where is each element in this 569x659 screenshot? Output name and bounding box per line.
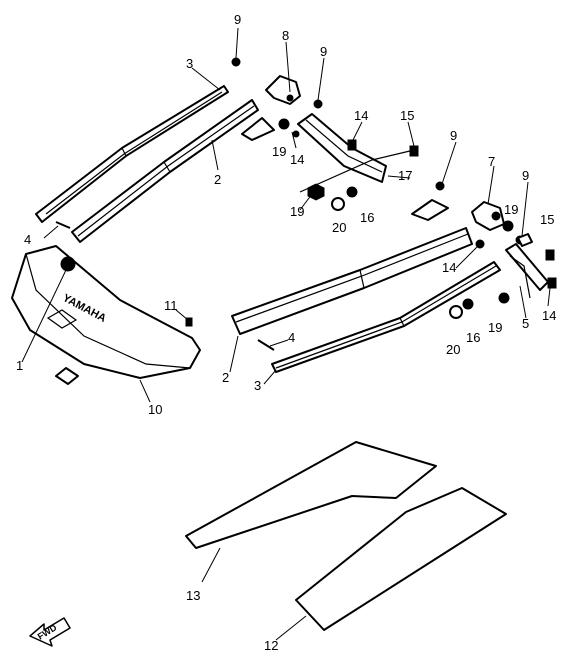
callout-16b: 16 bbox=[466, 330, 480, 345]
callout-14c: 14 bbox=[442, 260, 456, 275]
callout-19c: 19 bbox=[504, 202, 518, 217]
bumper-cap-1 bbox=[55, 256, 79, 385]
nut-19b bbox=[307, 183, 325, 201]
callout-20b: 20 bbox=[446, 342, 460, 357]
callout-13: 13 bbox=[186, 588, 200, 603]
bracket-plate-left bbox=[241, 117, 275, 141]
bolt-9b bbox=[313, 99, 323, 109]
washer-19c bbox=[502, 220, 514, 232]
mat-13 bbox=[185, 441, 437, 549]
gunwale-rail-upper-left bbox=[71, 99, 259, 243]
callout-5: 5 bbox=[522, 316, 529, 331]
callout-14d: 14 bbox=[542, 308, 556, 323]
nut-20b bbox=[449, 305, 463, 319]
callout-9a: 9 bbox=[234, 12, 241, 27]
rub-strip-upper-left bbox=[35, 85, 229, 223]
pin-4a bbox=[55, 221, 71, 229]
washer-16b bbox=[462, 298, 474, 310]
callout-19d: 19 bbox=[488, 320, 502, 335]
bolt-14d bbox=[547, 277, 557, 289]
callout-1: 1 bbox=[16, 358, 23, 373]
callout-9d: 9 bbox=[522, 168, 529, 183]
mount-bracket-7 bbox=[471, 201, 505, 231]
gunwale-rail-lower-right bbox=[231, 227, 473, 335]
callout-17: 17 bbox=[398, 168, 412, 183]
bolt-15a bbox=[409, 145, 419, 157]
front-bumper-10: YAMAHA bbox=[11, 245, 201, 379]
callout-7: 7 bbox=[488, 154, 495, 169]
callout-9c: 9 bbox=[450, 128, 457, 143]
callout-20a: 20 bbox=[332, 220, 346, 235]
washer-16a bbox=[346, 186, 358, 198]
callout-15b: 15 bbox=[540, 212, 554, 227]
washer-19a bbox=[278, 118, 290, 130]
callout-4b: 4 bbox=[288, 330, 295, 345]
callout-19a: 19 bbox=[272, 144, 286, 159]
callout-11: 11 bbox=[164, 298, 178, 313]
callout-14a: 14 bbox=[354, 108, 368, 123]
bolt-15b bbox=[545, 249, 555, 261]
rub-strip-lower-right bbox=[271, 261, 501, 373]
callout-3b: 3 bbox=[254, 378, 261, 393]
pin-4b bbox=[257, 339, 275, 351]
mount-bracket-8 bbox=[265, 75, 301, 105]
nut-20a bbox=[331, 197, 345, 211]
callout-10: 10 bbox=[148, 402, 162, 417]
bracket-plate-17 bbox=[411, 199, 449, 221]
callout-2a: 2 bbox=[214, 172, 221, 187]
callout-15a: 15 bbox=[400, 108, 414, 123]
brace-arm bbox=[297, 113, 415, 193]
washer-19d bbox=[498, 292, 510, 304]
callout-labels: 1 2 2 3 3 4 4 5 7 8 9 9 9 9 10 11 12 13 … bbox=[16, 12, 556, 653]
bolt-9a bbox=[231, 57, 241, 67]
brace-arm-5 bbox=[505, 243, 549, 299]
leader-lines bbox=[21, 27, 551, 641]
screw-11 bbox=[185, 317, 193, 327]
washer-14b bbox=[292, 130, 300, 138]
cap-nut bbox=[517, 233, 533, 247]
callout-19b: 19 bbox=[290, 204, 304, 219]
callout-3a: 3 bbox=[186, 56, 193, 71]
callout-2b: 2 bbox=[222, 370, 229, 385]
mat-12 bbox=[295, 487, 507, 631]
bolt-14a bbox=[347, 139, 357, 151]
callout-4a: 4 bbox=[24, 232, 31, 247]
bolt-9c bbox=[435, 181, 445, 191]
fwd-arrow: FWD bbox=[29, 617, 71, 647]
callout-8: 8 bbox=[282, 28, 289, 43]
callout-14b: 14 bbox=[290, 152, 304, 167]
callout-12: 12 bbox=[264, 638, 278, 653]
callout-9b: 9 bbox=[320, 44, 327, 59]
callout-16a: 16 bbox=[360, 210, 374, 225]
